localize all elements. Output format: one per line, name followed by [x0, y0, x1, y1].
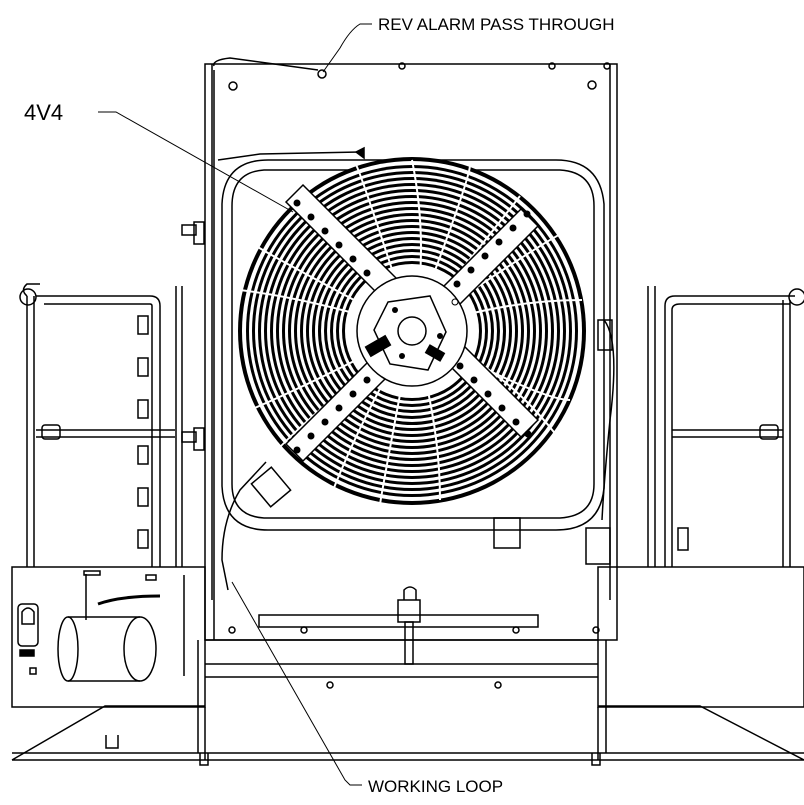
component-4v4-callout: 4V4	[24, 100, 294, 213]
left-guard-rail	[19, 283, 183, 567]
rev-alarm-label: REV ALARM PASS THROUGH	[378, 15, 614, 34]
working-loop-callout: WORKING LOOP	[231, 581, 503, 796]
fan-shroud	[221, 159, 605, 531]
bottom-piping	[228, 586, 600, 689]
fan-hub	[356, 275, 468, 387]
right-guard-rail	[647, 286, 804, 567]
wiring	[213, 57, 615, 640]
component-4v4-label: 4V4	[24, 100, 63, 125]
working-loop-label: WORKING LOOP	[368, 777, 503, 796]
rev-alarm-callout: REV ALARM PASS THROUGH	[322, 15, 614, 73]
left-control-box	[17, 570, 185, 682]
